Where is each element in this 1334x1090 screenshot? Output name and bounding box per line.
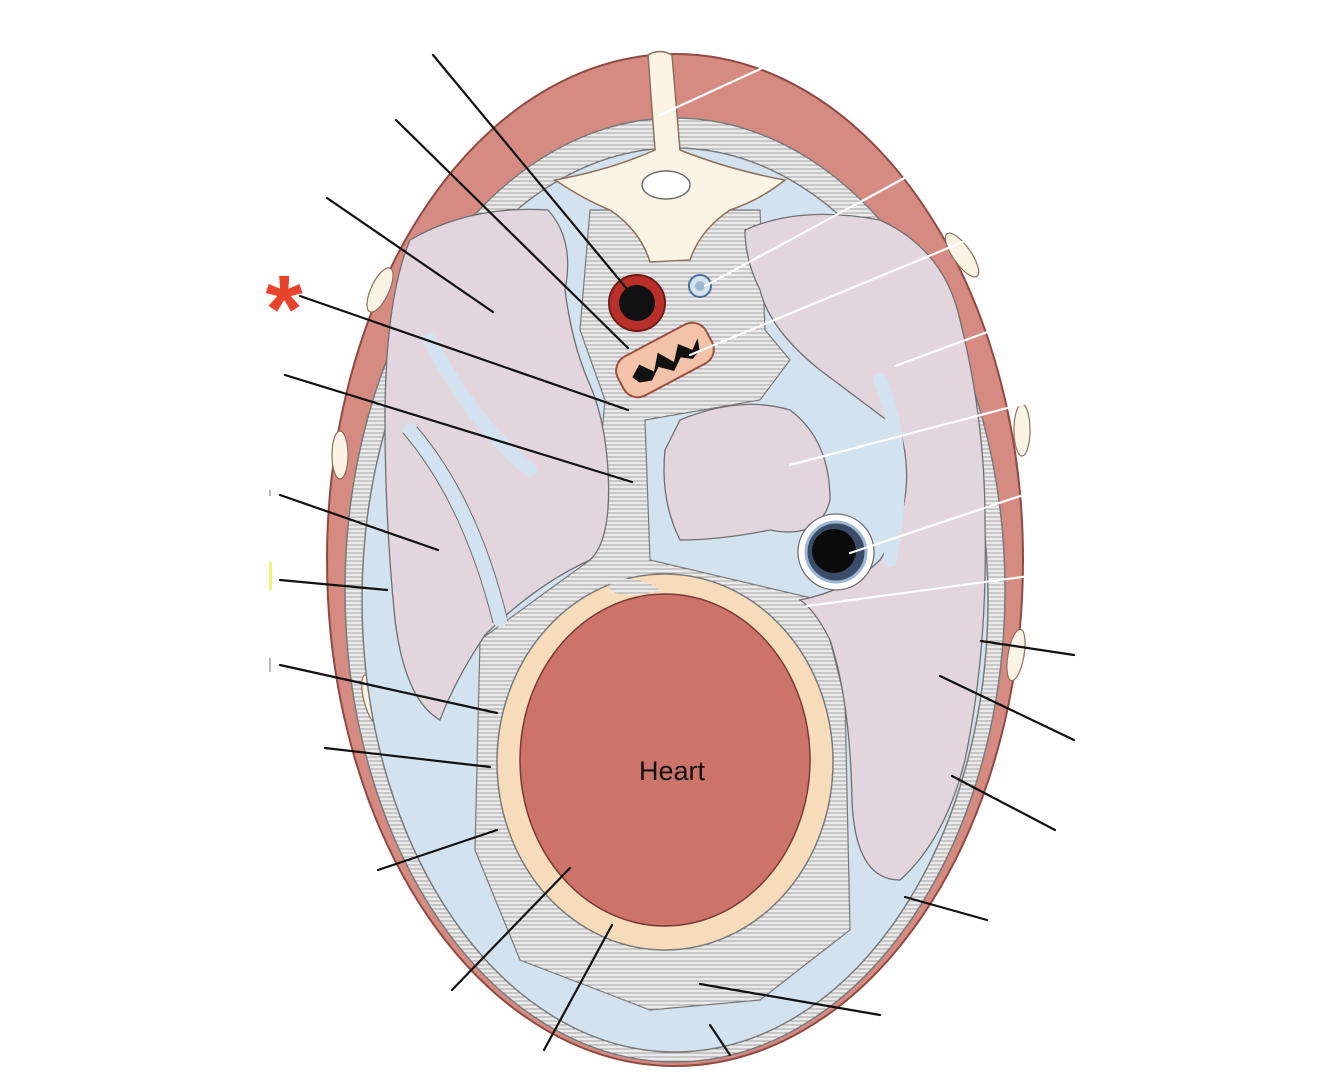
- leader-line: [658, 28, 847, 117]
- leader-line: [394, 118, 630, 350]
- leader-line: [788, 388, 1078, 467]
- label-stubs: [269, 490, 272, 672]
- leader-line: [542, 923, 614, 1052]
- leader-line: [703, 120, 1010, 288]
- leader-line: [938, 674, 1076, 742]
- label-stub: [269, 490, 271, 496]
- lung-fissures: [403, 333, 905, 627]
- leader-line: [848, 476, 1076, 555]
- vertebral-foramen: [641, 170, 691, 200]
- leader-line: [950, 774, 1057, 832]
- esophagus: [615, 321, 715, 399]
- rib: [1006, 628, 1026, 682]
- left-lung: [744, 213, 986, 881]
- azygos-lumen: [695, 281, 705, 291]
- rib: [944, 232, 980, 278]
- leader-line: [805, 568, 1076, 608]
- label-stub: [269, 562, 272, 590]
- lung-fissure-outlines: [402, 426, 508, 624]
- label-stub: [269, 658, 271, 672]
- leader-line: [323, 746, 492, 769]
- rib: [1013, 403, 1031, 457]
- heart: [519, 593, 811, 927]
- leader-line: [903, 895, 989, 922]
- leader-line: [283, 373, 634, 484]
- leader-line: [298, 294, 630, 412]
- leader-line: [698, 982, 882, 1017]
- aorta-lumen: [619, 285, 655, 321]
- leader-line: [278, 663, 499, 715]
- bronchus-lumen: [812, 529, 856, 573]
- rib: [366, 267, 394, 313]
- leader-lines: [278, 28, 1078, 1057]
- rib: [331, 430, 349, 480]
- leader-line: [979, 639, 1076, 657]
- leader-line: [893, 298, 1076, 368]
- pericardial-sinus: [610, 578, 660, 595]
- leader-line: [325, 196, 495, 314]
- leader-line: [688, 208, 1042, 357]
- leader-line: [278, 493, 440, 552]
- vertebra: [553, 50, 787, 263]
- leader-line: [450, 866, 572, 992]
- leader-line: [376, 828, 499, 872]
- heart-label: Heart: [639, 756, 706, 786]
- asterisk-marker: *: [265, 256, 303, 363]
- right-lung: [384, 208, 610, 721]
- leader-line: [278, 578, 389, 592]
- leader-line: [708, 1023, 732, 1057]
- leader-line: [431, 53, 634, 297]
- left-lung-upper-region: [663, 403, 831, 541]
